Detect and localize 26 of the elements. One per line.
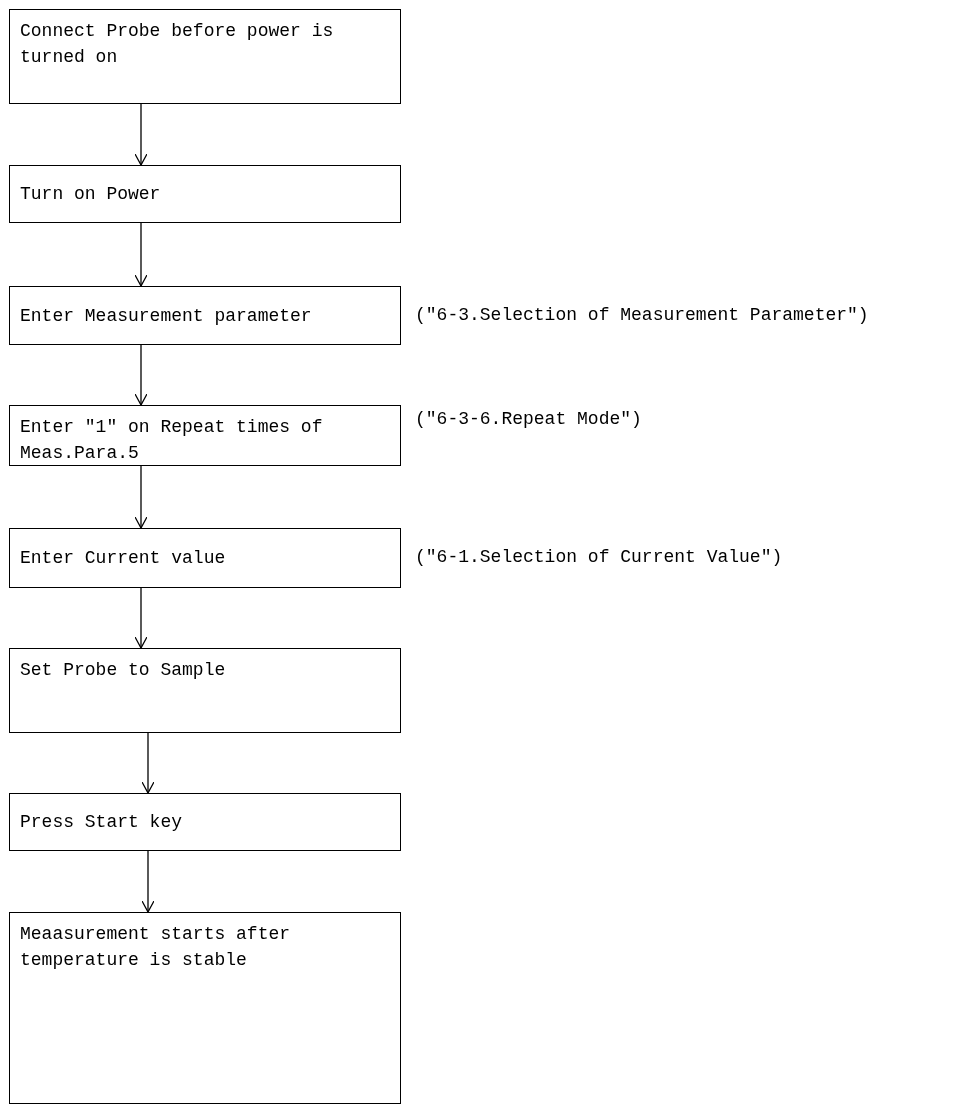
reference-note: ("6-1.Selection of Current Value") xyxy=(415,546,783,569)
step-text: Enter Measurement parameter xyxy=(20,304,312,328)
process-box xyxy=(9,405,401,466)
arrow xyxy=(134,222,148,287)
process-box xyxy=(9,165,401,223)
step-text: Turn on Power xyxy=(20,183,161,206)
process-box xyxy=(9,9,401,104)
step-text: Connect Probe before power is turned on xyxy=(20,21,334,67)
process-box xyxy=(9,286,401,345)
reference-note: ("6-3.Selection of Measurement Parameter") xyxy=(415,304,869,327)
step-text: Enter "1" on Repeat times of Meas.Para.5 xyxy=(20,417,323,463)
arrow xyxy=(141,732,155,794)
arrow xyxy=(141,850,155,913)
process-box xyxy=(9,528,401,588)
arrow xyxy=(134,344,148,406)
step-text: Set Probe to Sample xyxy=(20,660,226,680)
process-box xyxy=(9,912,401,1104)
arrow xyxy=(134,587,148,649)
step-text: Meaasurement starts after temperature is stable xyxy=(20,924,291,970)
arrow xyxy=(134,103,148,166)
reference-note: ("6-3-6.Repeat Mode") xyxy=(415,408,642,431)
step-text: Press Start key xyxy=(20,811,183,834)
process-box xyxy=(9,648,401,733)
process-box xyxy=(9,793,401,851)
step-text: Enter Current value xyxy=(20,547,226,570)
arrow xyxy=(134,465,148,529)
